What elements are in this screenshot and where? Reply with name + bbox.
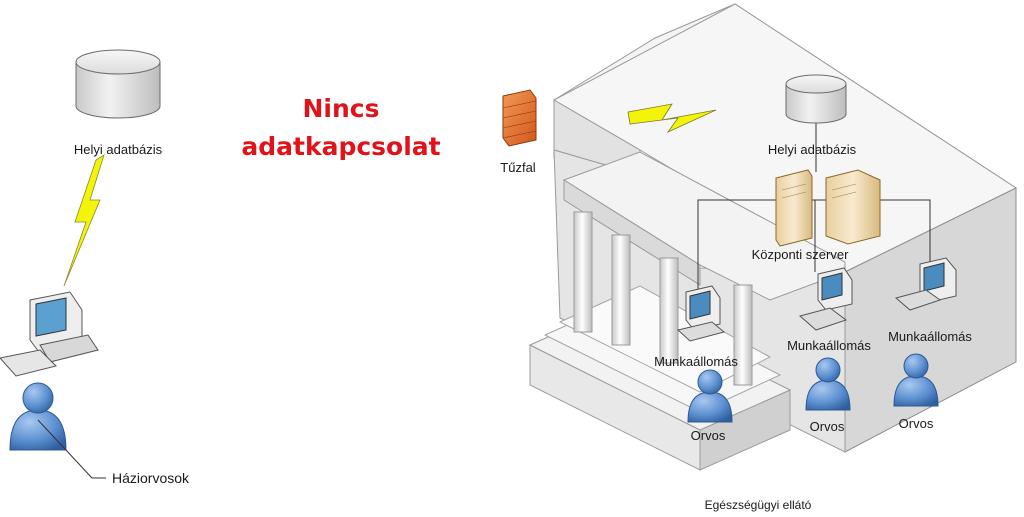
left-person-icon: [9, 382, 67, 451]
lightning-bolt-right: [627, 103, 717, 133]
lightning-bolt-left: [63, 154, 105, 287]
doctor-2-icon: [805, 357, 851, 411]
headline-line2: adatkapcsolat: [241, 132, 440, 161]
right-database-icon: [785, 74, 847, 124]
hospital-building: [528, 3, 1018, 471]
headline-line1: Nincs: [303, 94, 380, 123]
right-database-label: Helyi adatbázis: [768, 142, 857, 157]
workstation-1-label: Munkaállomás: [654, 354, 738, 369]
central-server-icon: [775, 169, 881, 247]
workstation-3-icon: [894, 257, 957, 311]
doctor-2-label: Orvos: [810, 419, 845, 434]
network-links: [697, 120, 931, 300]
doctor-1-label: Orvos: [691, 428, 726, 443]
left-computer-icon: [0, 291, 99, 377]
doctor-3-label: Orvos: [899, 416, 934, 431]
provider-caption: Egészségügyi ellátó: [705, 498, 812, 512]
left-database-label: Helyi adatbázis: [74, 142, 163, 157]
central-server-label: Központi szerver: [752, 247, 849, 262]
left-person-label: Háziorvosok: [112, 470, 190, 486]
workstation-2-label: Munkaállomás: [787, 338, 871, 353]
workstation-1-icon: [676, 285, 726, 342]
workstation-3-label: Munkaállomás: [888, 329, 972, 344]
firewall-label: Tűzfal: [500, 160, 536, 175]
workstation-2-icon: [798, 267, 853, 331]
doctor-3-icon: [893, 353, 939, 407]
left-person-callout: [37, 419, 106, 479]
doctor-1-icon: [687, 369, 733, 423]
firewall-icon: [502, 89, 537, 147]
left-database-icon: [75, 49, 161, 119]
